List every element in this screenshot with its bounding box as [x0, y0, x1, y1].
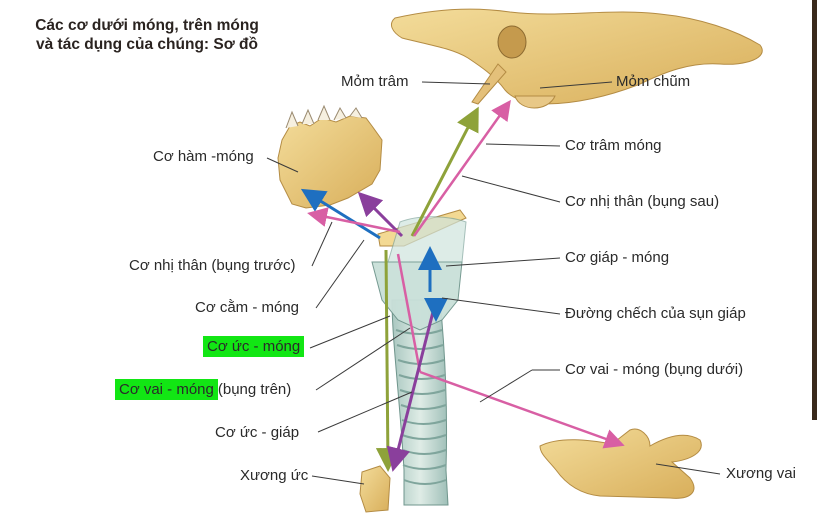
mandible	[277, 115, 383, 209]
temporal-bone	[391, 8, 763, 105]
label-co-giap-mong: Cơ giáp - móng	[565, 249, 670, 266]
scapula	[539, 428, 702, 499]
label-co-ham-mong: Cơ hàm -móng	[153, 148, 254, 165]
posterior-digastric-arrow	[412, 99, 511, 237]
highlight-co-vai-mong: Cơ vai - móng	[115, 379, 218, 400]
mastoid-process	[514, 95, 556, 109]
label-mom-chum: Mỏm chũm	[616, 73, 691, 90]
label-co-tram-mong: Cơ trâm móng	[565, 137, 662, 154]
label-co-uc-mong: Cơ ức - móng	[203, 336, 305, 357]
label-co-vai-mong-bung-duoi: Cơ vai - móng (bụng dưới)	[565, 361, 744, 378]
diagram-title-line-2: và tác dụng của chúng: Sơ đồ	[35, 36, 258, 53]
omohyoid-arrow	[396, 253, 422, 373]
label-mom-tram: Mỏm trâm	[341, 73, 409, 90]
stylohyoid-arrow	[410, 106, 479, 237]
label-co-nhi-than-bung-truoc: Cơ nhị thân (bụng trước)	[129, 257, 296, 274]
page-edge	[812, 0, 817, 420]
sternum	[359, 465, 391, 513]
sternohyoid-arrow	[375, 249, 400, 472]
highlight-co-uc-mong: Cơ ức - móng	[203, 336, 305, 357]
label-co-vai-mong-bung-tren: Cơ vai - móng(bụng trên)	[115, 379, 292, 400]
diagram-title: Các cơ dưới móng, trên móng và tác dụng …	[12, 16, 282, 54]
label-xuong-uc: Xương ức	[240, 467, 309, 484]
mylohyoid-arrow	[357, 191, 404, 238]
diagram-title-line-1: Các cơ dưới móng, trên móng	[35, 17, 259, 34]
leader-lines	[266, 81, 721, 485]
sternothyroid-arrow	[386, 299, 438, 472]
label-co-nhi-than-bung-sau: Cơ nhị thân (bụng sau)	[565, 193, 720, 210]
label-co-cam-mong: Cơ cằm - móng	[195, 299, 300, 316]
anterior-digastric-arrow	[307, 207, 401, 234]
label-duong-cheo-sun-giap: Đường chếch của sụn giáp	[565, 305, 746, 322]
geniohyoid-arrow	[300, 188, 381, 240]
label-xuong-vai: Xương vai	[726, 465, 796, 482]
label-bung-tren: (bụng trên)	[217, 381, 292, 398]
label-co-uc-giap: Cơ ức - giáp	[215, 424, 300, 441]
